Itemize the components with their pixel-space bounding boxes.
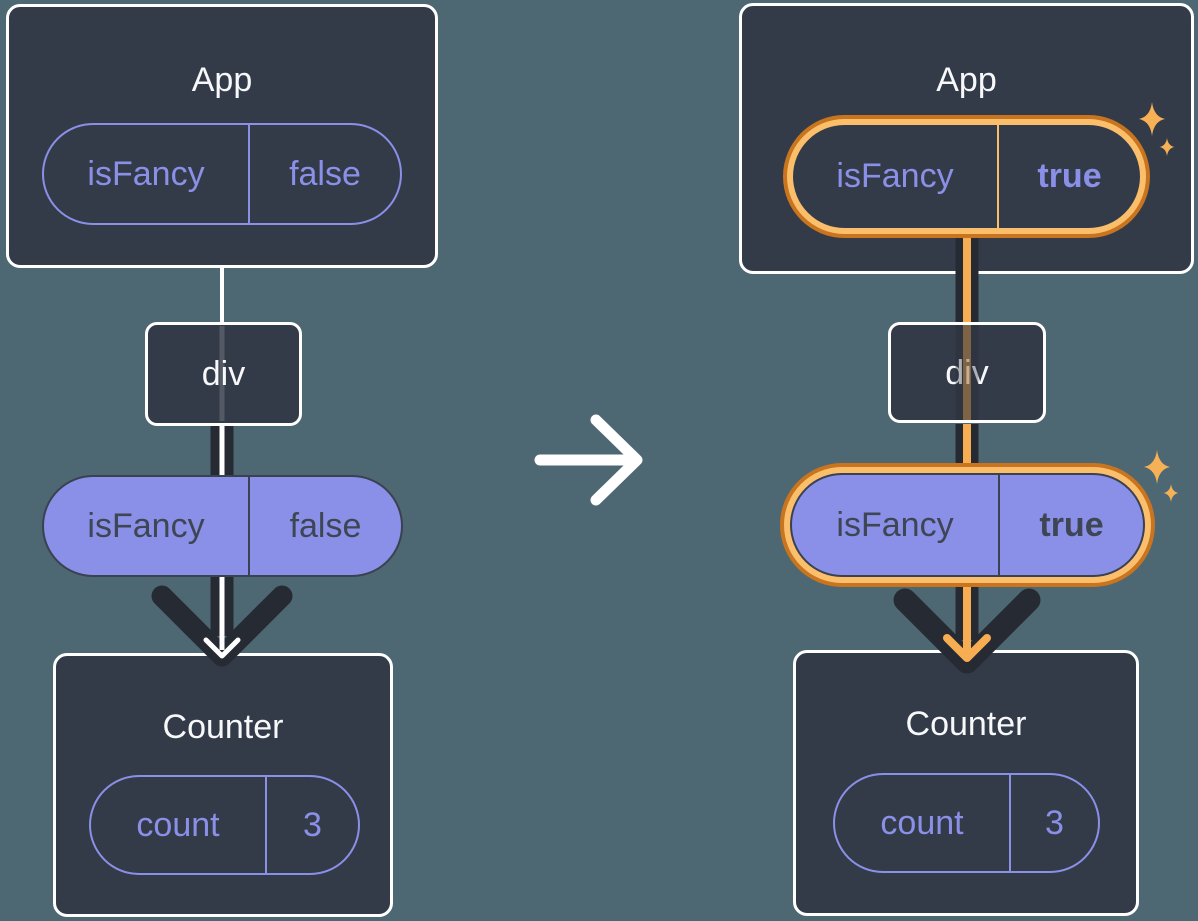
- prop-value: false: [248, 477, 401, 575]
- prop-name: isFancy: [836, 505, 954, 544]
- arrow-down-icon: [151, 585, 293, 667]
- div-label: div: [945, 353, 989, 392]
- state-name: count: [136, 805, 220, 844]
- after-div-node: div: [888, 322, 1046, 423]
- app-title: App: [191, 61, 253, 99]
- prop-value: true: [997, 125, 1140, 228]
- prop-name: isFancy: [87, 506, 205, 545]
- after-connectors: [893, 228, 1041, 674]
- counter-title: Counter: [162, 708, 284, 746]
- state-value: 3: [265, 777, 358, 873]
- sparkle-icon: [1144, 450, 1170, 484]
- before-counter-state-pill: count 3: [89, 775, 360, 875]
- sparkles-bottom: [1144, 450, 1179, 502]
- state-name: count: [880, 803, 964, 842]
- after-passed-prop-pill: isFancy true: [790, 473, 1145, 577]
- prop-name: isFancy: [836, 157, 954, 195]
- highlight-ring-inner: isFancy true: [787, 119, 1146, 234]
- before-app-prop-pill: isFancy false: [42, 123, 402, 225]
- sparkle-icon: [1163, 484, 1179, 502]
- div-label: div: [201, 355, 246, 393]
- arrow-right-icon: [534, 414, 643, 506]
- app-title: App: [936, 61, 997, 99]
- after-passed-prop-highlight-ring: isFancy true: [780, 463, 1155, 587]
- prop-name: isFancy: [87, 154, 205, 193]
- highlight-ring-inner: isFancy true: [784, 467, 1151, 583]
- before-passed-prop-pill: isFancy false: [42, 475, 403, 577]
- counter-title: Counter: [905, 705, 1027, 743]
- after-counter-state-pill: count 3: [833, 773, 1100, 873]
- after-app-prop-pill: isFancy true: [793, 125, 1140, 228]
- state-value: 3: [1009, 775, 1098, 871]
- before-div-node: div: [145, 322, 302, 426]
- after-app-prop-highlight-ring: isFancy true: [783, 115, 1150, 238]
- prop-value: false: [248, 125, 400, 223]
- prop-value: true: [998, 475, 1143, 575]
